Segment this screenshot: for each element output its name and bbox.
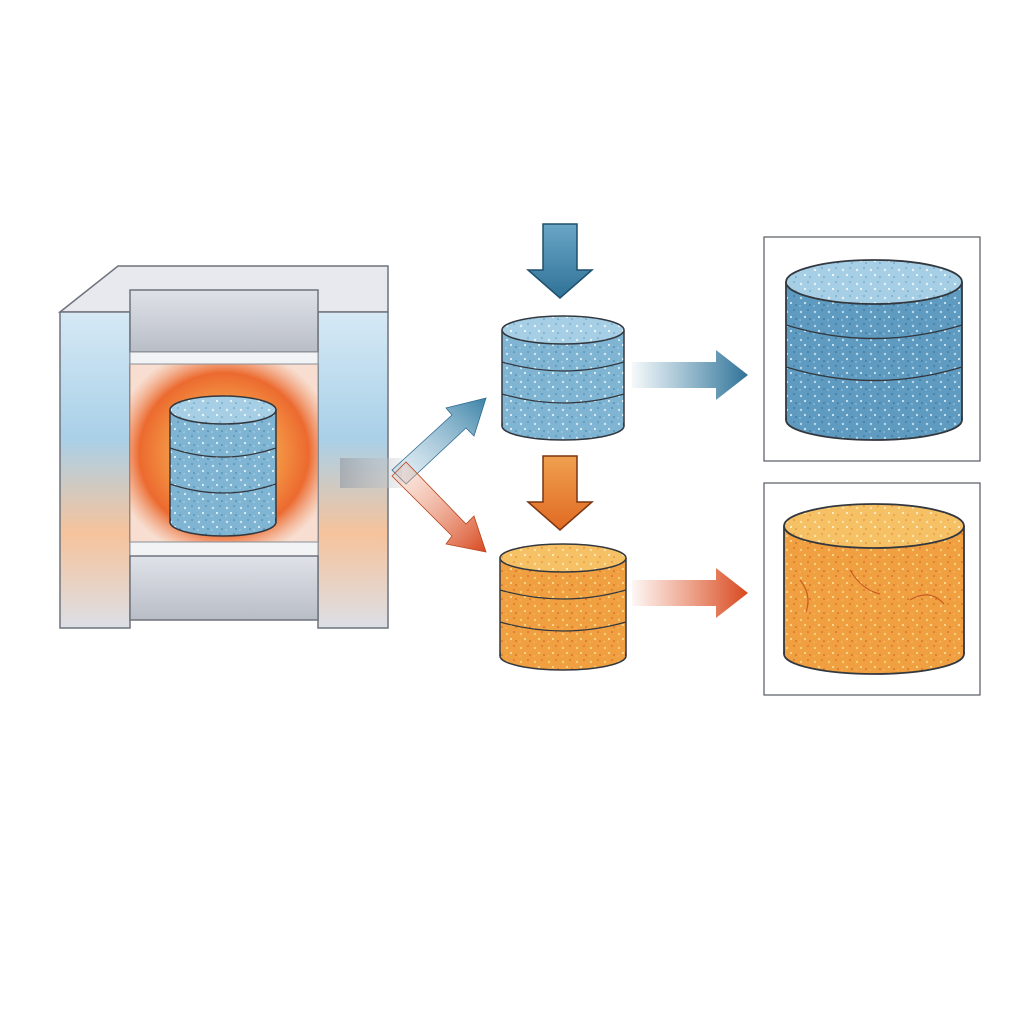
pressure-arrow-cold (526, 223, 594, 299)
press-left-pillar (59, 311, 131, 629)
split-stem (340, 458, 402, 488)
hot-result (763, 482, 981, 696)
output-arrow-cold (632, 350, 748, 400)
hot-stack (499, 455, 627, 671)
pressure-arrow-hot (526, 455, 594, 531)
press-sample-stack (169, 395, 277, 537)
split-connector (340, 397, 487, 553)
split-arrow-hot (391, 461, 487, 553)
press-top-plate (129, 289, 319, 353)
cold-result (763, 236, 981, 462)
hot-press (57, 265, 389, 629)
press-bottom-plate (129, 555, 319, 621)
cold-stack (501, 223, 625, 441)
output-arrow-hot (632, 568, 748, 618)
